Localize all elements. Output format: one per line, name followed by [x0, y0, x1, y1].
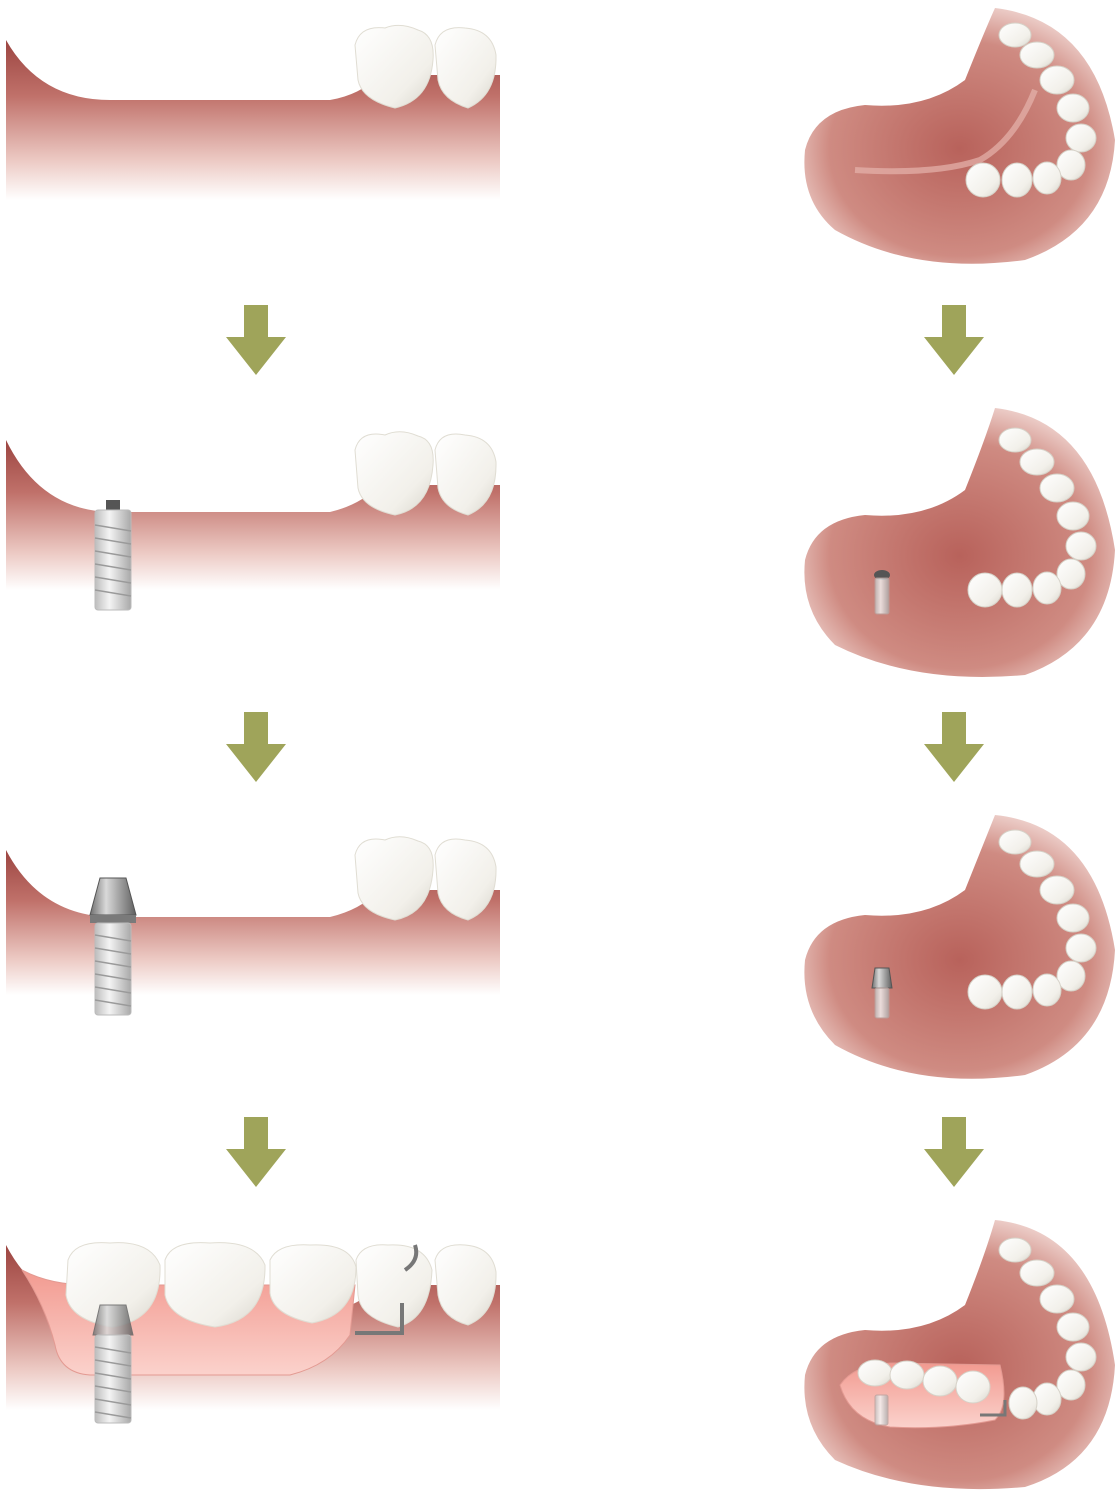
side-view-missing-teeth — [0, 0, 510, 200]
arch-view-partial-denture-fitted — [795, 1215, 1119, 1497]
arch-view-abutment-attached — [795, 810, 1119, 1095]
dental-implant — [875, 1395, 888, 1425]
arch-view-missing-teeth — [795, 0, 1119, 270]
side-view-implant-placed — [0, 400, 510, 620]
down-arrow-icon — [226, 712, 286, 782]
down-arrow-icon — [924, 712, 984, 782]
side-view-partial-denture-fitted — [0, 1215, 510, 1435]
implant-abutment — [872, 968, 892, 988]
implant-abutment — [90, 878, 136, 923]
down-arrow-icon — [924, 1117, 984, 1187]
dental-implant — [874, 570, 890, 614]
dental-implant — [95, 923, 131, 1015]
dental-implant — [875, 988, 889, 1018]
arch-view-implant-placed — [795, 400, 1119, 685]
side-view-abutment-attached — [0, 810, 510, 1030]
dental-implant — [95, 1335, 131, 1423]
dental-implant — [95, 500, 131, 610]
down-arrow-icon — [924, 305, 984, 375]
implant-abutment — [93, 1305, 133, 1335]
down-arrow-icon — [226, 1117, 286, 1187]
down-arrow-icon — [226, 305, 286, 375]
